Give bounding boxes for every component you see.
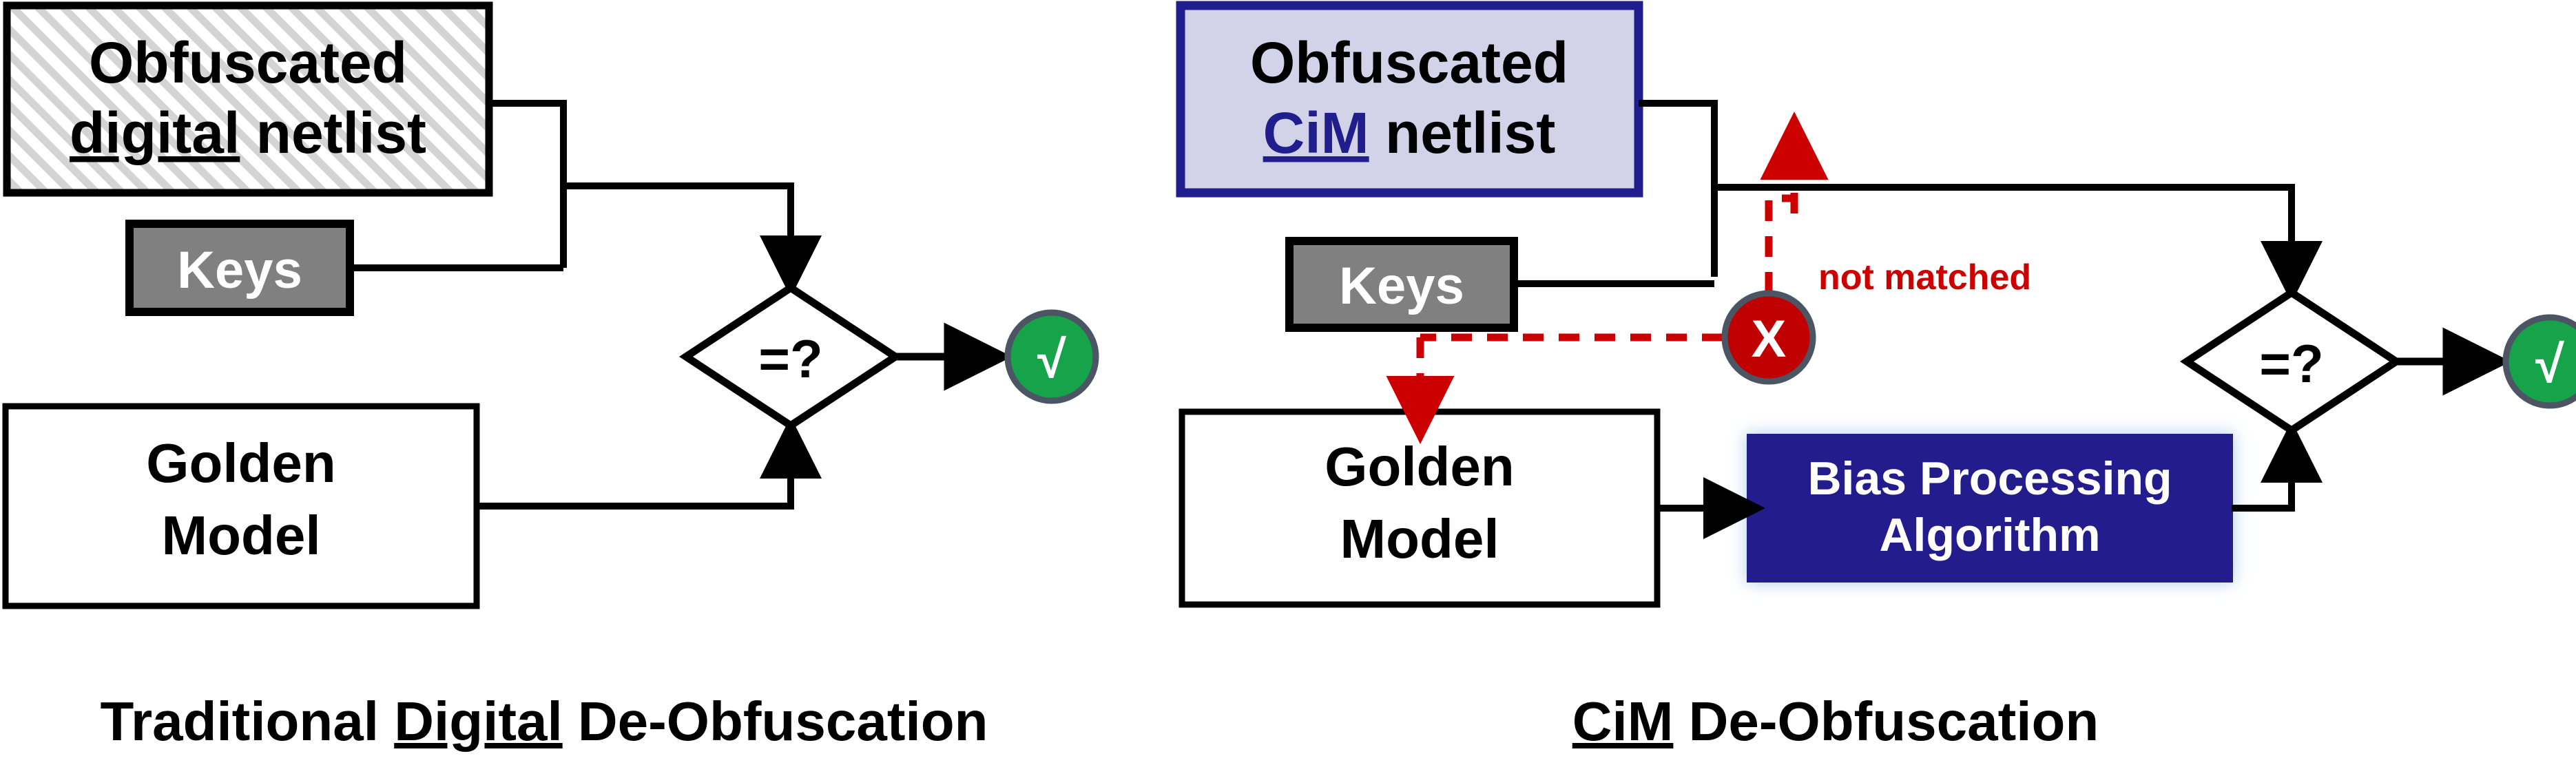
compare-label-right: =? bbox=[2259, 333, 2323, 394]
keys-box-right[interactable]: Keys bbox=[1285, 237, 1518, 332]
wire-netlist-to-bus-right bbox=[1639, 100, 1718, 277]
golden-model-box-left[interactable]: Golden Model bbox=[2, 403, 480, 609]
wires-right bbox=[1514, 100, 2323, 539]
caption-right-suffix: De-Obfuscation bbox=[1673, 691, 2099, 752]
obfuscated-netlist-line1: Obfuscated bbox=[89, 30, 407, 95]
not-matched-label: not matched bbox=[1818, 258, 2031, 297]
wire-netlist-to-bus-left bbox=[489, 100, 567, 268]
netlist-emphasis-right: CiM bbox=[1263, 101, 1369, 165]
result-pass-right[interactable]: √ bbox=[2502, 314, 2576, 409]
caption-left-prefix: Traditional bbox=[101, 691, 395, 752]
bias-processing-box[interactable]: Bias Processing Algorithm bbox=[1747, 434, 2233, 583]
caption-left: Traditional Digital De-Obfuscation bbox=[101, 691, 988, 752]
result-fail-right[interactable]: X bbox=[1721, 290, 1816, 385]
compare-diamond-right[interactable]: =? bbox=[2179, 288, 2404, 435]
result-pass-glyph-left: √ bbox=[1037, 331, 1066, 389]
wire-bus-to-compare-right bbox=[1714, 184, 2323, 303]
compare-diamond-left[interactable]: =? bbox=[678, 283, 903, 430]
keys-label-left: Keys bbox=[177, 241, 302, 300]
mismatch-feedback-wires bbox=[1386, 112, 1829, 444]
wire-fail-up-elbow bbox=[1765, 194, 1794, 293]
keys-label-right: Keys bbox=[1339, 257, 1464, 315]
obfuscated-netlist-line2-right: CiM netlist bbox=[1263, 101, 1556, 165]
netlist-rest-right: netlist bbox=[1369, 101, 1556, 165]
caption-right-emphasis: CiM bbox=[1572, 691, 1674, 752]
caption-left-suffix: De-Obfuscation bbox=[563, 691, 988, 752]
result-pass-left[interactable]: √ bbox=[1004, 309, 1099, 404]
panel-right: Obfuscated CiM netlist Keys Golden Model… bbox=[1176, 1, 2576, 752]
wire-golden-to-compare-left bbox=[477, 417, 822, 510]
netlist-emphasis-left: digital bbox=[70, 101, 240, 165]
result-pass-glyph-right: √ bbox=[2535, 335, 2564, 394]
compare-label-left: =? bbox=[758, 328, 822, 389]
caption-left-emphasis: Digital bbox=[394, 691, 562, 752]
wire-bias-to-compare bbox=[2232, 421, 2323, 512]
golden-model-line2-left: Model bbox=[161, 505, 320, 566]
golden-model-line2-right: Model bbox=[1340, 508, 1499, 569]
obfuscated-netlist-line2: digital netlist bbox=[70, 101, 426, 165]
golden-model-line1-left: Golden bbox=[146, 432, 336, 494]
caption-right: CiM De-Obfuscation bbox=[1572, 691, 2099, 752]
golden-model-line1-right: Golden bbox=[1325, 436, 1515, 497]
obfuscated-netlist-line1-right: Obfuscated bbox=[1250, 30, 1568, 95]
bias-processing-line1: Bias Processing bbox=[1807, 452, 2172, 505]
netlist-rest-left: netlist bbox=[240, 101, 426, 165]
wires-left bbox=[350, 100, 822, 510]
bias-processing-line2: Algorithm bbox=[1879, 509, 2100, 561]
obfuscated-netlist-box-right[interactable]: Obfuscated CiM netlist bbox=[1176, 1, 1643, 198]
panel-left: Obfuscated digital netlist Keys Golden M… bbox=[2, 1, 1099, 752]
golden-model-box-right[interactable]: Golden Model bbox=[1178, 408, 1661, 608]
obfuscated-netlist-box-left[interactable]: Obfuscated digital netlist bbox=[3, 1, 493, 197]
result-fail-glyph: X bbox=[1752, 310, 1787, 368]
wire-bus-to-compare-left bbox=[563, 182, 822, 297]
keys-box-left[interactable]: Keys bbox=[125, 220, 354, 316]
